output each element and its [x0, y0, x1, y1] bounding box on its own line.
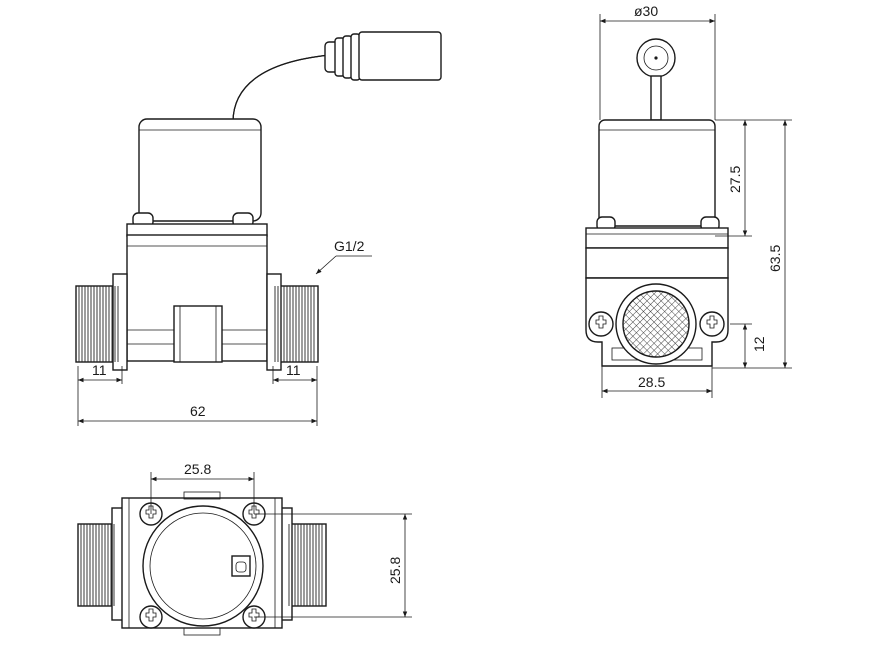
- connector-plug: [324, 31, 442, 81]
- left-thread: [75, 273, 128, 371]
- top-coil: [142, 505, 264, 627]
- screw-left: [588, 311, 614, 337]
- front-view: G1/2 11 11 62: [75, 31, 442, 426]
- dim-bolt-y: 25.8: [387, 557, 403, 584]
- top-view: 25.8 25.8: [77, 461, 412, 636]
- dim-bolt-x: 25.8: [184, 461, 211, 477]
- dim-pipe-right: 11: [286, 362, 301, 378]
- side-view: ø30 27.5 63.5 12 28.5: [585, 3, 792, 398]
- dim-flange-width: 28.5: [638, 374, 665, 390]
- dim-coil-diameter: ø30: [634, 3, 658, 19]
- top-screw-3: [139, 605, 163, 629]
- side-coil: [598, 119, 716, 227]
- screw-right: [699, 311, 725, 337]
- top-right-thread: [279, 507, 327, 621]
- right-thread: [266, 273, 319, 371]
- dim-coil-height: 27.5: [727, 166, 743, 193]
- dim-overall-length: 62: [190, 403, 206, 419]
- thread-label: G1/2: [334, 238, 365, 254]
- top-left-thread: [77, 507, 125, 621]
- side-body: [585, 247, 729, 279]
- dim-overall-height: 63.5: [767, 245, 783, 272]
- coil-body: [138, 118, 262, 222]
- dim-pipe-left: 11: [92, 362, 107, 378]
- mesh-inlet: [622, 290, 690, 358]
- dim-flange-height: 12: [751, 336, 767, 352]
